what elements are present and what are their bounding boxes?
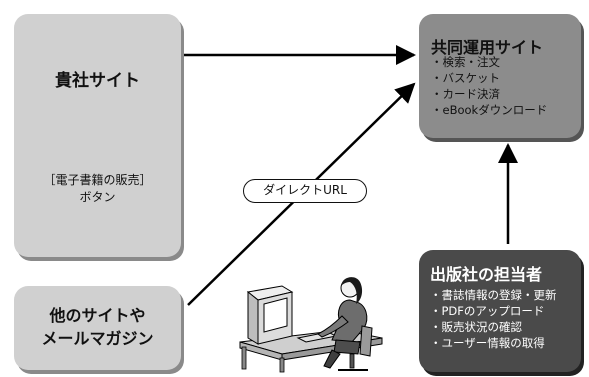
list-item: ・バスケット <box>431 71 500 85</box>
list-item: ・書誌情報の登録・更新 <box>430 288 557 302</box>
other-sites-node: 他のサイトや メールマガジン <box>14 286 181 370</box>
person-at-computer-icon <box>239 277 383 373</box>
other-sites-title: 他のサイトや メールマガジン <box>14 304 181 350</box>
list-item: ・PDFのアップロード <box>430 304 545 318</box>
list-item: ・検索・注文 <box>431 55 500 69</box>
our-site-button-line1: ［電子書籍の販売］ <box>43 173 152 187</box>
other-sites-line1: 他のサイトや <box>49 306 146 325</box>
shared-site-node: 共同運用サイト ・検索・注文 ・バスケット ・カード決済 ・eBookダウンロー… <box>419 14 581 138</box>
our-site-node: 貴社サイト ［電子書籍の販売］ ボタン <box>14 14 181 257</box>
publisher-title: 出版社の担当者 <box>430 265 543 284</box>
list-item: ・販売状況の確認 <box>430 320 522 334</box>
publisher-task-list: ・書誌情報の登録・更新 ・PDFのアップロード ・販売状況の確認 ・ユーザー情報… <box>430 287 557 351</box>
shared-site-feature-list: ・検索・注文 ・バスケット ・カード決済 ・eBookダウンロード <box>431 54 547 118</box>
shared-site-title: 共同運用サイト <box>431 38 544 57</box>
list-item: ・カード決済 <box>431 87 500 101</box>
our-site-button-label: ［電子書籍の販売］ ボタン <box>14 172 181 206</box>
direct-url-label: ダイレクトURL <box>243 179 367 203</box>
publisher-node: 出版社の担当者 ・書誌情報の登録・更新 ・PDFのアップロード ・販売状況の確認… <box>419 250 581 372</box>
our-site-button-line2: ボタン <box>79 190 116 204</box>
list-item: ・eBookダウンロード <box>431 103 548 117</box>
other-sites-line2: メールマガジン <box>41 329 154 348</box>
our-site-title: 貴社サイト <box>55 71 140 91</box>
list-item: ・ユーザー情報の取得 <box>430 336 545 350</box>
